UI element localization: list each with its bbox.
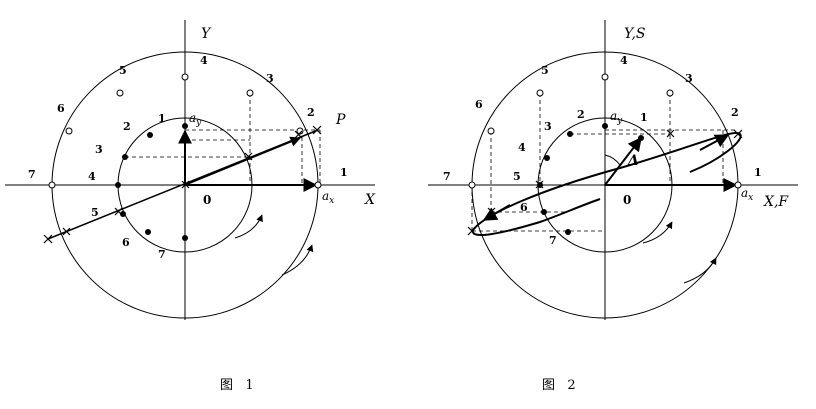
fig2-cross-markers: [467, 129, 743, 236]
fig2-outer-markers: [468, 73, 742, 189]
figure-1: X Y: [5, 20, 376, 320]
fig2-inner-num-1: 1: [640, 111, 648, 124]
fig1-outer-num-3: 3: [266, 72, 274, 85]
fig1-rotation-arrow-inner: [234, 214, 263, 239]
fig2-outer-num-1: 1: [754, 166, 762, 179]
fig1-outer-num-4: 4: [200, 54, 208, 67]
fig2-ellipse-arrow-lower: [482, 204, 511, 221]
fig1-x-axis-label: X: [364, 192, 376, 208]
figure-1-caption: 图 1: [220, 378, 254, 393]
fig2-rotation-arrow-outer: [683, 257, 717, 284]
fig2-label-origin: 0: [623, 193, 631, 207]
fig1-diagonal-line: [47, 129, 319, 240]
fig2-x-axis-label: X,F: [763, 194, 789, 210]
fig1-inner-num-2: 2: [123, 120, 131, 133]
fig1-rotation-arrow-outer: [281, 244, 314, 276]
fig1-outer-num-2: 2: [307, 106, 315, 119]
fig1-inner-num-4: 4: [88, 170, 96, 183]
fig1-label-ax: ax: [322, 189, 334, 206]
fig2-outer-num-6: 6: [475, 98, 483, 111]
fig1-outer-markers: [48, 73, 322, 189]
fig1-inner-num-1: 1: [158, 112, 166, 125]
fig2-outer-num-7: 7: [443, 170, 451, 183]
fig2-inner-num-6: 6: [520, 201, 528, 214]
fig1-inner-markers: [115, 123, 188, 241]
fig2-ellipse-arrow-upper: [699, 134, 730, 151]
fig2-inner-num-4: 4: [518, 141, 526, 154]
fig1-cross-markers: [43, 125, 322, 244]
fig1-inner-num-5: 5: [91, 206, 99, 219]
fig2-outer-num-4: 4: [620, 54, 628, 67]
fig1-projection-lines: [125, 93, 321, 185]
fig2-angle-arc: [604, 154, 621, 166]
fig1-inner-num-6: 6: [122, 236, 130, 249]
fig2-label-ay: ay: [610, 109, 623, 126]
fig1-label-origin: 0: [203, 193, 211, 207]
fig2-inner-num-3: 3: [544, 120, 552, 133]
fig2-inner-num-2: 2: [577, 108, 585, 121]
fig2-outer-num-2: 2: [731, 106, 739, 119]
fig2-vector-ay: [604, 136, 642, 186]
fig2-inner-num-7: 7: [549, 234, 557, 247]
fig1-inner-num-3: 3: [95, 143, 103, 156]
fig1-outer-num-1: 1: [340, 166, 348, 179]
fig1-vector-p: [184, 136, 301, 186]
fig1-y-axis-label: Y: [201, 26, 212, 42]
fig2-outer-num-3: 3: [685, 72, 693, 85]
fig2-inner-num-5: 5: [513, 170, 521, 183]
figure-2: X,F Y,S: [428, 20, 798, 320]
fig1-label-ay: ay: [189, 111, 202, 128]
fig1-outer-num-6: 6: [57, 102, 65, 115]
figure-2-caption: 图 2: [542, 378, 576, 393]
fig1-outer-num-5: 5: [119, 64, 127, 77]
fig2-outer-num-5: 5: [541, 64, 549, 77]
fig1-inner-num-7: 7: [158, 248, 166, 261]
fig1-outer-num-7: 7: [28, 168, 36, 181]
fig1-label-p: P: [335, 112, 346, 128]
fig2-phase-ellipse: [471, 132, 742, 236]
fig2-y-axis-label: Y,S: [624, 26, 645, 42]
fig2-label-ax: ax: [741, 186, 753, 203]
fig2-inner-markers: [537, 123, 644, 235]
fig2-label-delta: Δ: [627, 153, 639, 169]
fig2-rotation-arrow-inner: [642, 221, 673, 244]
